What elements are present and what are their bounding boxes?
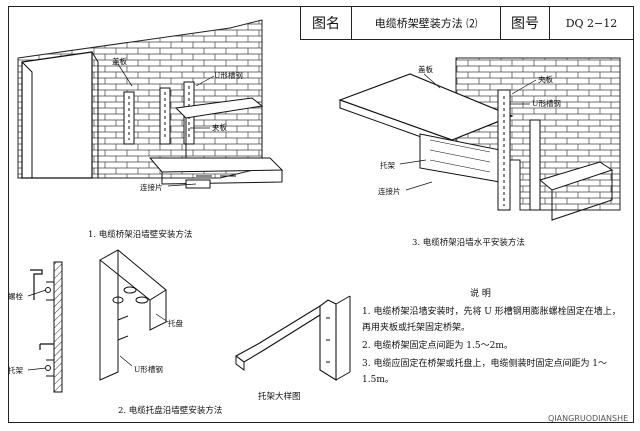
figure1-label-cover: 盖板: [112, 57, 127, 66]
figure2-drawing: [27, 249, 169, 393]
figure3-caption: 3. 电缆桥架沿墙水平安装方法: [412, 238, 525, 248]
figure1-label-clip: 夹板: [212, 123, 227, 132]
figure1-label-connector: 连接片: [140, 183, 163, 192]
notes-item-3: 3. 电缆应固定在桥架或托盘上，电缆侧装时固定点间距为 1～1.5m。: [362, 359, 608, 385]
figure1-bottom-tray: [148, 157, 284, 173]
figure2-wall: [53, 261, 63, 393]
figure3-label-u-channel: U形槽钢: [532, 99, 561, 108]
figure3-label-clip: 夹板: [538, 75, 553, 84]
notes-item-1: 1. 电缆桥架沿墙安装时，先将 U 形槽钢用膨胀螺栓固定在墙上，再用夹板或托架固…: [362, 307, 621, 333]
figure2-label-bolt: 螺栓: [8, 292, 23, 301]
figure3-label-connector: 连接片: [378, 187, 401, 196]
detail-bracket-drawing: [234, 295, 351, 381]
figure2-label-u-channel: U形槽钢: [134, 365, 163, 374]
figure3-drawing: [338, 57, 621, 221]
title-number-value: DQ 2−12: [549, 6, 634, 40]
figure3-label-bracket: 托架: [380, 161, 395, 170]
figure1-label-u-channel: U形槽钢: [214, 71, 243, 80]
figure2-label-bracket: 托架: [8, 366, 23, 375]
figure2-label-tray: 托盘: [168, 319, 183, 328]
notes-heading: 说 明: [470, 289, 491, 299]
detail-caption: 托架大样图: [258, 392, 301, 402]
notes-item-2: 2. 电缆桥架固定点间距为 1.5～2m。: [362, 341, 513, 351]
figure3-u-channels: [497, 89, 541, 211]
figure1-drawing: [17, 19, 284, 189]
figure1-caption: 1. 电缆桥架沿墙壁安装方法: [88, 230, 193, 240]
figure3-tray-cover: [338, 73, 514, 141]
figure2-caption: 2. 电缆托盘沿墙壁安装方法: [118, 406, 223, 416]
watermark-text: QIANGRUODIANSHE: [548, 414, 629, 423]
figure3-label-cover: 盖板: [418, 65, 433, 74]
figure1-tray-cover: [21, 51, 93, 179]
